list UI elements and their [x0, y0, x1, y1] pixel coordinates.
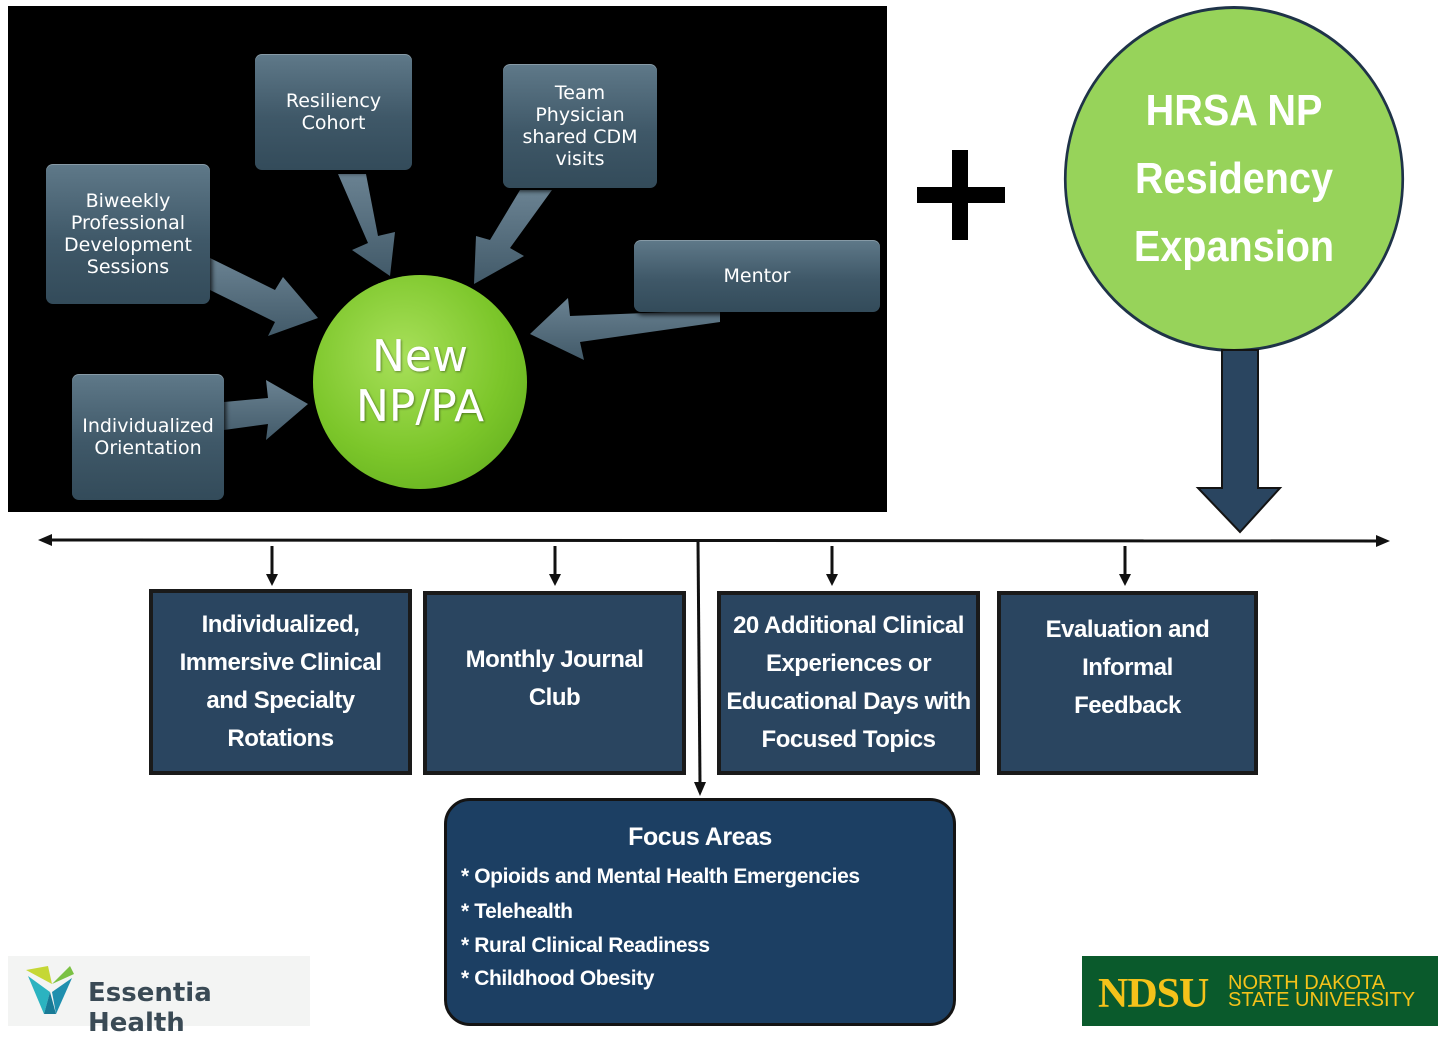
arrow-resiliency — [338, 174, 395, 276]
hrsa-line-2: Residency — [1134, 154, 1334, 203]
ndsu-line-1: NORTH DAKOTA — [1228, 972, 1386, 994]
plus-sign-bar — [917, 187, 1005, 203]
model-arrows — [210, 174, 720, 440]
journal-club-box: Monthly Journal Club — [423, 591, 686, 775]
clinical-experiences-box: 20 Additional Clinical Experiences or Ed… — [717, 591, 980, 775]
hrsa-down-arrow — [1195, 349, 1283, 534]
hrsa-expansion-circle: HRSA NP Residency Expansion — [1063, 6, 1405, 352]
arrow-mentor — [530, 298, 720, 360]
arrow-to-box-3 — [826, 574, 838, 586]
resiliency-cohort-box: Resiliency Cohort — [255, 54, 412, 170]
arrow-team — [474, 190, 552, 284]
timeline-line — [47, 538, 1379, 543]
timeline-right-head — [1376, 535, 1390, 547]
rotations-box: Individualized, Immersive Clinical and S… — [149, 589, 412, 775]
essentia-leaf-icon — [26, 966, 74, 1014]
ndsu-logo: NDSU NORTH DAKOTA STATE UNIVERSITY — [1082, 956, 1438, 1026]
evaluation-feedback-box: Evaluation and Informal Feedback — [997, 591, 1258, 775]
focus-connector — [696, 540, 702, 785]
arrow-orientation — [224, 380, 308, 440]
focus-item-obesity: * Childhood Obesity — [461, 967, 655, 990]
arrow-to-box-1 — [266, 574, 278, 586]
hrsa-line-3: Expansion — [1133, 222, 1335, 271]
focus-areas-box: Focus Areas * Opioids and Mental Health … — [444, 798, 956, 1026]
ndsu-mark: NDSU — [1098, 971, 1209, 1017]
essentia-health-logo: Essentia Health — [8, 956, 310, 1038]
arrow-to-box-2 — [549, 574, 561, 586]
biweekly-sessions-box: Biweekly Professional Development Sessio… — [46, 164, 210, 304]
focus-areas-title: Focus Areas — [628, 823, 772, 851]
team-physician-box: Team Physician shared CDM visits — [503, 64, 657, 188]
individualized-orientation-box: Individualized Orientation — [72, 374, 224, 500]
hrsa-line-1: HRSA NP — [1145, 86, 1323, 135]
arrow-biweekly — [210, 258, 318, 336]
focus-connector-head — [694, 782, 706, 796]
timeline-left-head — [38, 534, 52, 546]
mentor-box: Mentor — [634, 240, 880, 312]
focus-item-telehealth: * Telehealth — [461, 900, 573, 923]
new-np-pa-circle: New NP/PA — [313, 275, 527, 489]
focus-item-rural: * Rural Clinical Readiness — [461, 934, 710, 957]
focus-item-opioids: * Opioids and Mental Health Emergencies — [461, 865, 860, 888]
arrow-to-box-4 — [1119, 574, 1131, 586]
ndsu-line-2: STATE UNIVERSITY — [1228, 989, 1416, 1011]
essentia-health-text: Essentia Health — [88, 978, 212, 1038]
